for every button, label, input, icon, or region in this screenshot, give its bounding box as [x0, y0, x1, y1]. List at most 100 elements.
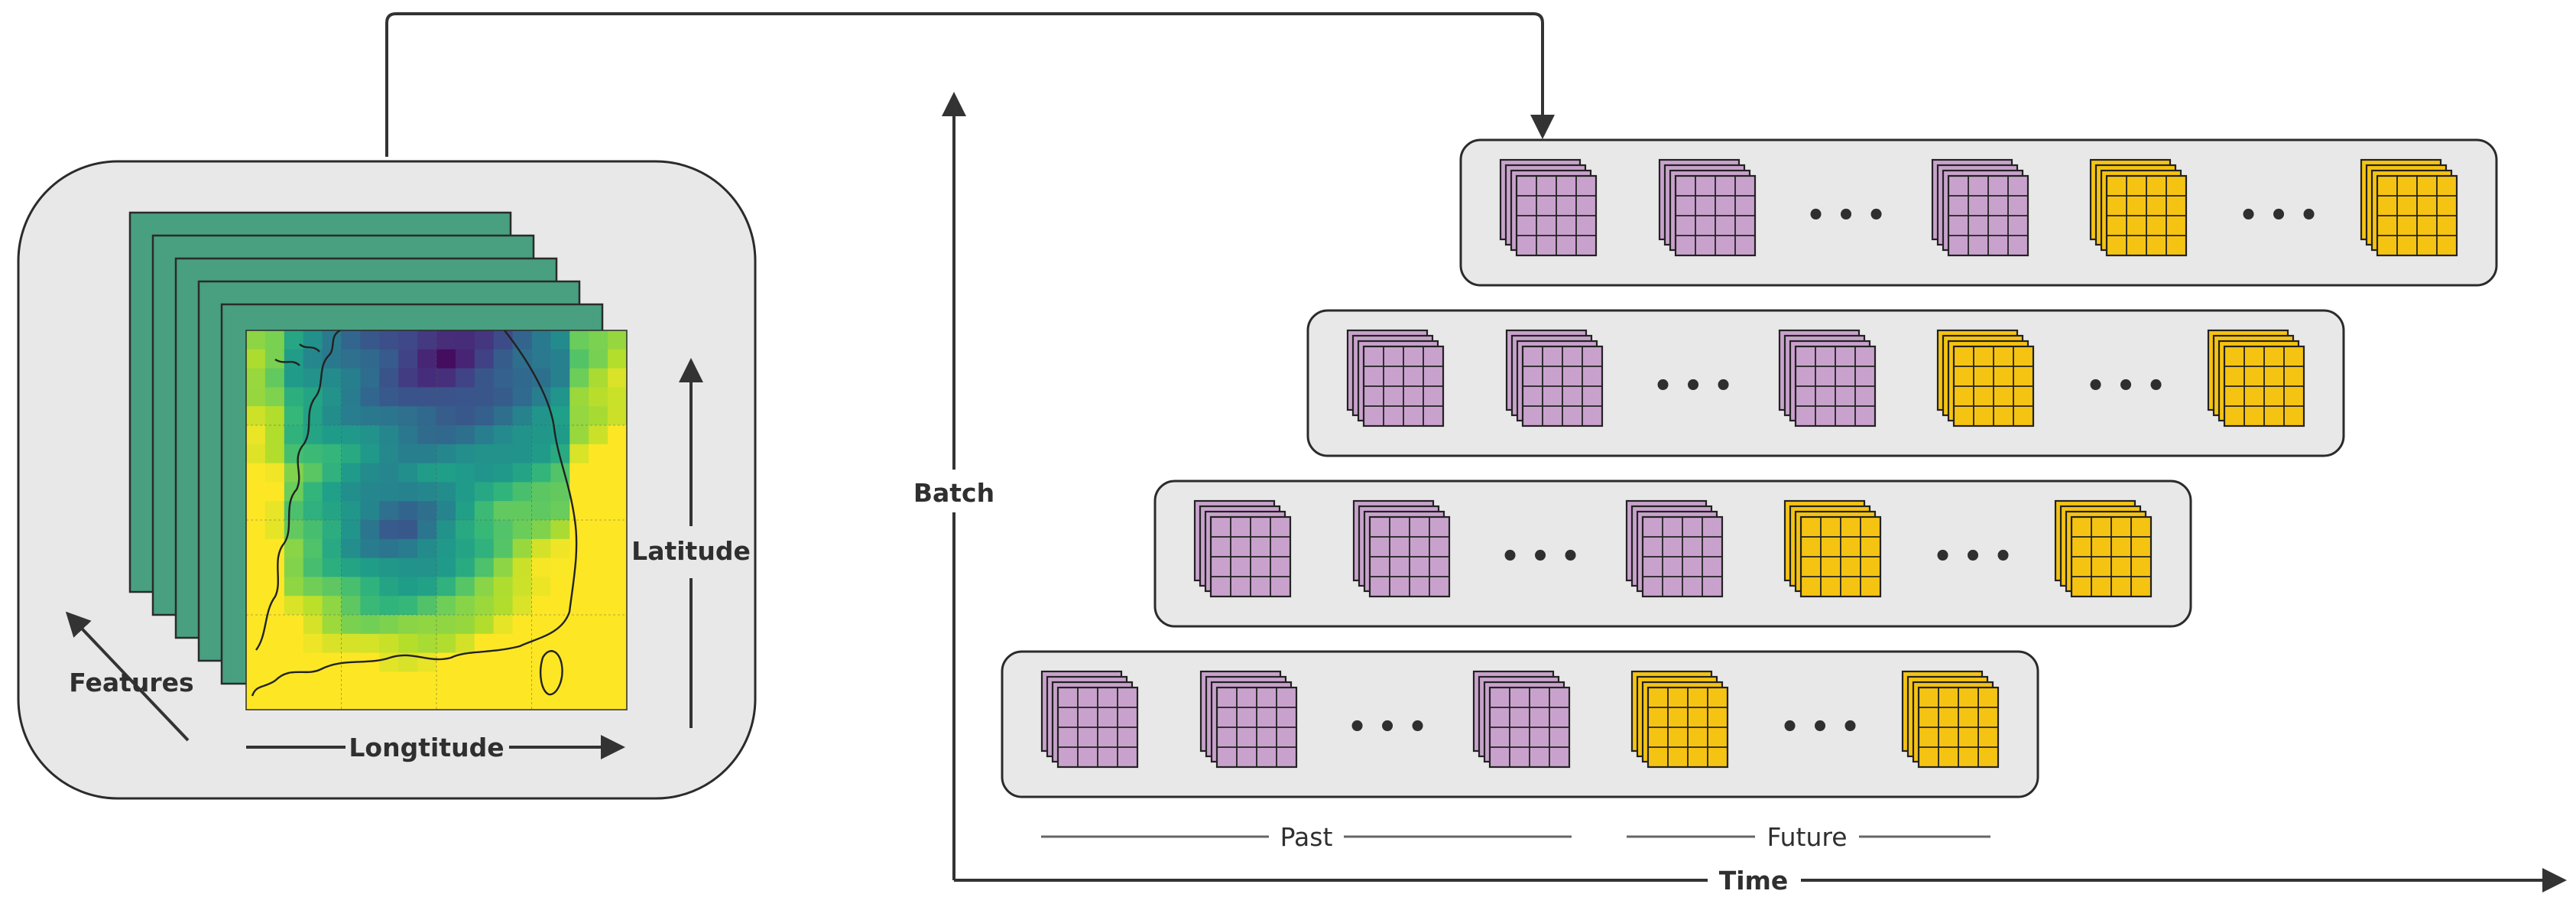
map-cell	[512, 652, 533, 672]
map-cell	[417, 406, 437, 426]
map-cell	[417, 387, 437, 407]
map-cell	[322, 444, 342, 464]
map-cell	[569, 387, 589, 407]
map-cell	[398, 520, 418, 540]
map-cell	[398, 482, 418, 502]
map-cell	[360, 596, 380, 616]
map-cell	[322, 406, 342, 426]
map-cell	[379, 615, 399, 635]
map-cell	[550, 538, 570, 559]
map-cell	[341, 671, 361, 691]
map-cell	[569, 425, 589, 445]
past-label: Past	[1280, 822, 1333, 852]
map-cell	[512, 330, 533, 350]
map-cell	[360, 501, 380, 521]
map-cell	[246, 444, 266, 464]
map-cell	[341, 368, 361, 388]
map-cell	[360, 368, 380, 388]
map-cell	[436, 520, 456, 540]
map-cell	[569, 596, 589, 616]
map-cell	[436, 387, 456, 407]
map-cell	[398, 691, 418, 710]
map-cell	[322, 387, 342, 407]
future-sample-stack	[2207, 329, 2305, 427]
map-cell	[284, 633, 304, 654]
map-cell	[322, 425, 342, 445]
map-cell	[264, 463, 285, 483]
map-cell	[569, 368, 589, 388]
future-sample-stack	[1901, 670, 2000, 769]
map-cell	[341, 463, 361, 483]
map-cell	[436, 615, 456, 635]
ellipsis: • • •	[1806, 198, 1887, 233]
map-cell	[436, 671, 456, 691]
map-cell	[398, 501, 418, 521]
map-cell	[436, 406, 456, 426]
map-cell	[531, 425, 551, 445]
map-cell	[264, 387, 285, 407]
ellipsis: • • •	[1780, 710, 1861, 745]
past-sample-stack	[1472, 670, 1571, 769]
map-cell	[322, 558, 342, 577]
map-cell	[417, 577, 437, 597]
past-sample-stack	[1040, 670, 1139, 769]
map-cell	[264, 349, 285, 369]
map-cell	[398, 330, 418, 350]
map-cell	[417, 596, 437, 616]
map-cell	[246, 691, 266, 710]
future-sample-stack	[2360, 158, 2458, 257]
latitude-label: Latitude	[631, 536, 751, 566]
map-cell	[512, 577, 533, 597]
map-cell	[512, 501, 533, 521]
map-cell	[417, 538, 437, 559]
future-sample-stack	[2054, 499, 2153, 598]
map-cell	[455, 349, 475, 369]
map-cell	[379, 538, 399, 559]
map-cell	[341, 558, 361, 577]
map-cell	[398, 463, 418, 483]
map-cell	[550, 577, 570, 597]
map-cell	[569, 558, 589, 577]
map-cell	[589, 425, 608, 445]
map-cell	[512, 538, 533, 559]
map-cell	[589, 671, 608, 691]
map-cell	[284, 425, 304, 445]
map-cell	[360, 615, 380, 635]
map-cell	[474, 538, 495, 559]
map-cell	[493, 463, 514, 483]
map-cell	[341, 596, 361, 616]
map-cell	[436, 425, 456, 445]
map-cell	[322, 596, 342, 616]
map-cell	[512, 671, 533, 691]
features-label: Features	[69, 668, 193, 697]
map-cell	[264, 558, 285, 577]
map-cell	[379, 671, 399, 691]
map-cell	[569, 444, 589, 464]
map-cell	[360, 406, 380, 426]
map-cell	[512, 558, 533, 577]
map-cell	[608, 558, 627, 577]
map-cell	[455, 425, 475, 445]
map-cell	[398, 596, 418, 616]
map-cell	[455, 520, 475, 540]
map-cell	[531, 520, 551, 540]
map-cell	[474, 671, 495, 691]
map-cell	[436, 652, 456, 672]
map-cell	[455, 558, 475, 577]
map-cell	[474, 444, 495, 464]
map-cell	[550, 349, 570, 369]
map-cell	[436, 349, 456, 369]
map-cell	[455, 596, 475, 616]
map-cell	[264, 652, 285, 672]
map-cell	[589, 558, 608, 577]
map-cell	[474, 330, 495, 350]
map-cell	[550, 501, 570, 521]
map-cell	[264, 330, 285, 350]
map-cell	[398, 538, 418, 559]
map-cell	[417, 444, 437, 464]
map-cell	[246, 463, 266, 483]
map-cell	[436, 538, 456, 559]
map-cell	[474, 691, 495, 710]
map-cell	[264, 425, 285, 445]
map-cell	[493, 596, 514, 616]
